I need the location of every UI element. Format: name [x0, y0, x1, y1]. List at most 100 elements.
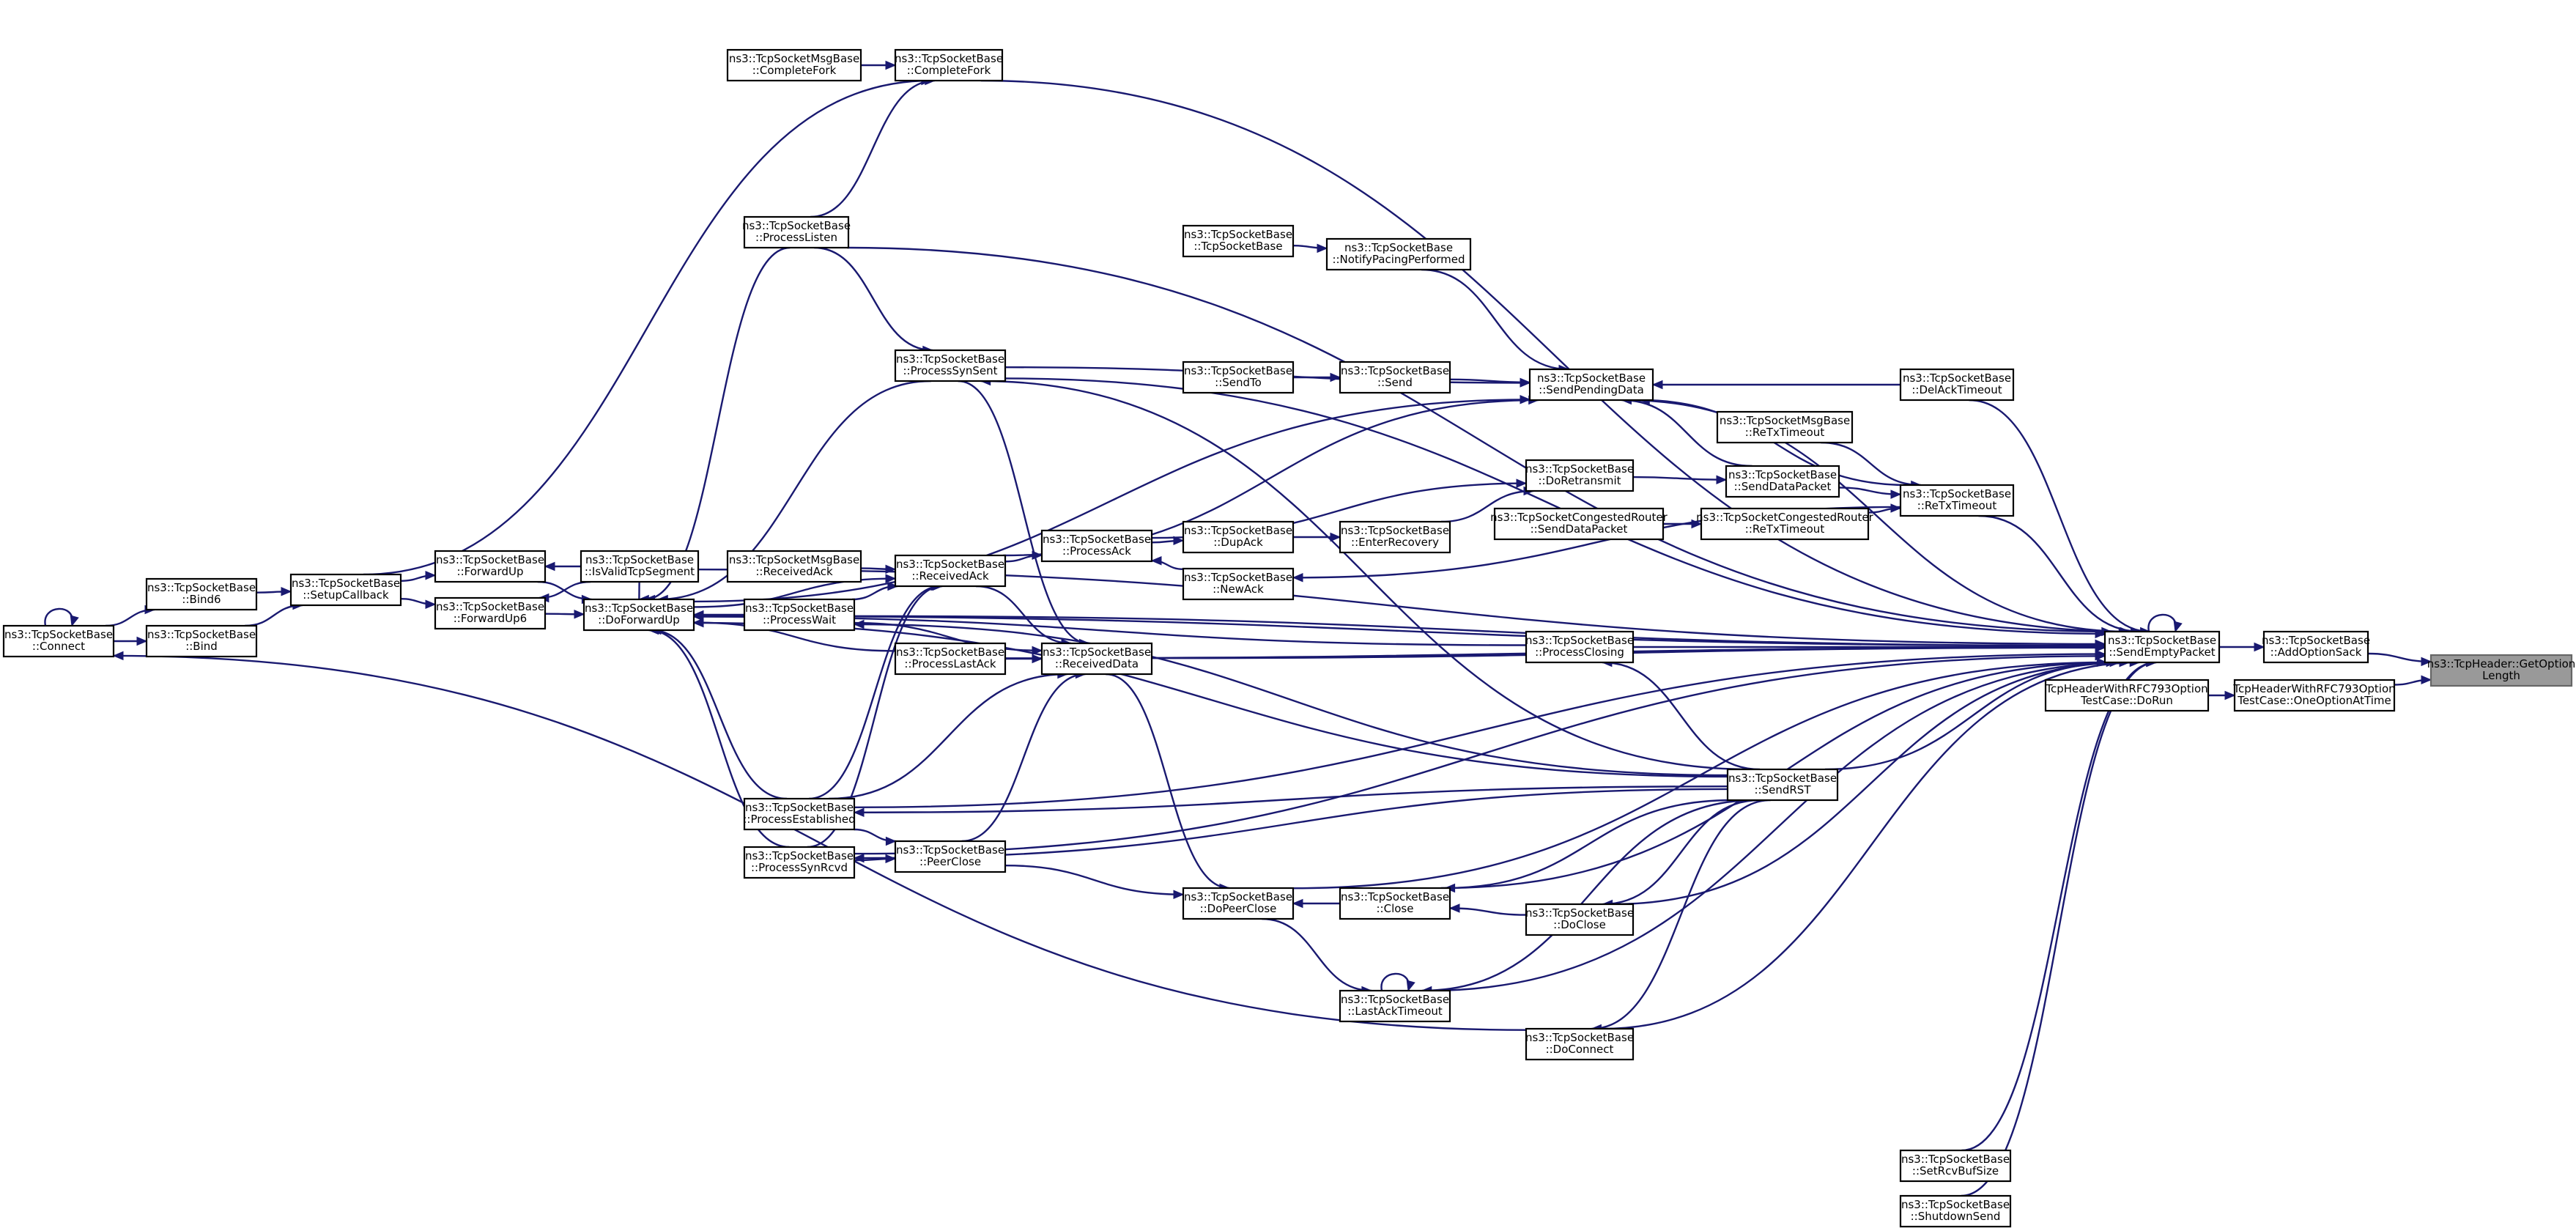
- node-doconnect[interactable]: ns3::TcpSocketBase::DoConnect: [1525, 1027, 1635, 1061]
- node-pack[interactable]: ns3::TcpSocketBase::ProcessAck: [1040, 529, 1153, 563]
- node-box: [743, 598, 856, 632]
- node-label: ::Connect: [32, 640, 85, 653]
- node-sendto[interactable]: ns3::TcpSocketBase::SendTo: [1182, 361, 1295, 394]
- node-close[interactable]: ns3::TcpSocketBase::Close: [1339, 887, 1451, 920]
- node-label: Length: [2482, 669, 2520, 682]
- node-box: [726, 550, 862, 583]
- node-crretx[interactable]: ns3::TcpSocketCongestedRouter::ReTxTimeo…: [1696, 507, 1874, 541]
- node-spd[interactable]: ns3::TcpSocketBase::SendPendingData: [1528, 368, 1654, 402]
- node-bind[interactable]: ns3::TcpSocketBase::Bind: [145, 624, 258, 658]
- node-pclosing[interactable]: ns3::TcpSocketBase::ProcessClosing: [1525, 630, 1635, 664]
- node-psynrcvd[interactable]: ns3::TcpSocketBase::ProcessSynRcvd: [743, 846, 856, 879]
- node-box: [894, 642, 1007, 676]
- node-dopeer[interactable]: ns3::TcpSocketBase::DoPeerClose: [1182, 887, 1295, 920]
- node-connect[interactable]: ns3::TcpSocketBase::Connect: [2, 624, 115, 658]
- node-sdp[interactable]: ns3::TcpSocketBase::SendDataPacket: [1725, 465, 1840, 498]
- node-label: ::ProcessClosing: [1535, 646, 1624, 659]
- node-ctor[interactable]: ns3::TcpSocketBase::TcpSocketBase: [1182, 224, 1295, 258]
- node-box: [894, 349, 1007, 382]
- node-isvalid[interactable]: ns3::TcpSocketBase::IsValidTcpSegment: [580, 550, 700, 583]
- edge-srst-to-pclosing: [1602, 661, 1761, 771]
- node-npace[interactable]: ns3::TcpSocketBase::NotifyPacingPerforme…: [1325, 237, 1472, 271]
- edge-dat-to-sep: [1969, 399, 2150, 633]
- node-oneopt[interactable]: TcpHeaderWithRFC793OptionTestCase::OneOp…: [2232, 679, 2396, 712]
- node-lastack[interactable]: ns3::TcpSocketBase::LastAckTimeout: [1339, 989, 1451, 1023]
- node-dat[interactable]: ns3::TcpSocketBase::DelAckTimeout: [1899, 368, 2015, 402]
- node-addopt[interactable]: ns3::TcpSocketBase::AddOptionSack: [2262, 630, 2370, 664]
- edge-rdata-to-dopeer: [1106, 673, 1229, 890]
- node-psynsent[interactable]: ns3::TcpSocketBase::ProcessSynSent: [894, 349, 1007, 382]
- node-label: ::ForwardUp: [457, 565, 524, 578]
- node-doclose[interactable]: ns3::TcpSocketBase::DoClose: [1525, 903, 1635, 936]
- node-mcfork[interactable]: ns3::TcpSocketMsgBase::CompleteFork: [726, 48, 862, 82]
- node-dfu[interactable]: ns3::TcpSocketBase::DoForwardUp: [582, 598, 695, 632]
- node-enterrec[interactable]: ns3::TcpSocketBase::EnterRecovery: [1339, 520, 1451, 554]
- node-pwait[interactable]: ns3::TcpSocketBase::ProcessWait: [743, 598, 856, 632]
- node-label: ns3::TcpSocketBase: [585, 602, 693, 615]
- node-box: [1899, 1149, 2012, 1183]
- edge-pack-to-dorx-arrowhead: [1516, 478, 1528, 488]
- edge-setrcv-to-sep: [1961, 661, 2156, 1152]
- edge-sep-to-sep: [2147, 613, 2177, 632]
- edge-dupack-to-enterrec-arrowhead: [1330, 532, 1341, 542]
- node-label: ns3::TcpSocketBase: [896, 646, 1004, 659]
- node-label: ::SendRST: [1755, 783, 1812, 796]
- node-box: [1525, 630, 1635, 664]
- node-label: ::CompleteFork: [752, 64, 837, 77]
- node-label: ::ReceivedData: [1055, 657, 1139, 670]
- node-peerclose[interactable]: ns3::TcpSocketBase::PeerClose: [894, 840, 1007, 873]
- edge-srst-to-sep: [1824, 661, 2120, 771]
- edge-plisten-to-cfork: [810, 79, 935, 218]
- node-setrcv[interactable]: ns3::TcpSocketBase::SetRcvBufSize: [1899, 1149, 2012, 1183]
- node-crsdp[interactable]: ns3::TcpSocketCongestedRouter::SendDataP…: [1490, 507, 1668, 541]
- node-label: ::DelAckTimeout: [1911, 383, 2002, 396]
- node-box: [2262, 630, 2369, 664]
- node-rack[interactable]: ns3::TcpSocketBase::ReceivedAck: [894, 554, 1007, 588]
- edge-srst-to-psynrcvd: [854, 788, 1728, 860]
- node-box: [1899, 368, 2015, 402]
- edge-setupcb-to-fwdup6-arrowhead: [425, 599, 437, 610]
- node-label: ::SetRcvBufSize: [1912, 1164, 1999, 1178]
- node-box: [1726, 768, 1839, 802]
- node-box: [1716, 410, 1854, 444]
- node-label: TestCase::OneOptionAtTime: [2237, 694, 2391, 707]
- node-label: ns3::TcpSocketMsgBase: [729, 52, 859, 65]
- node-newack[interactable]: ns3::TcpSocketBase::NewAck: [1182, 567, 1295, 601]
- node-setupcb[interactable]: ns3::TcpSocketBase::SetupCallback: [289, 573, 402, 607]
- edge-dorx-to-sdp: [1632, 476, 1727, 481]
- node-label: ns3::TcpHeader::GetOption: [2427, 657, 2576, 670]
- node-shutdown[interactable]: ns3::TcpSocketBase::ShutdownSend: [1899, 1194, 2012, 1228]
- node-label: ns3::TcpSocketBase: [1525, 462, 1634, 476]
- node-label: ::DoRetransmit: [1538, 474, 1621, 487]
- node-dorx[interactable]: ns3::TcpSocketBase::DoRetransmit: [1525, 459, 1635, 492]
- node-retx[interactable]: ns3::TcpSocketBase::ReTxTimeout: [1899, 484, 2015, 517]
- node-pest[interactable]: ns3::TcpSocketBase::ProcessEstablished: [743, 797, 856, 831]
- node-srst[interactable]: ns3::TcpSocketBase::SendRST: [1726, 768, 1839, 802]
- node-label: ns3::TcpSocketBase: [1341, 993, 1449, 1006]
- node-rdata[interactable]: ns3::TcpSocketBase::ReceivedData: [1040, 642, 1153, 676]
- node-label: ns3::TcpSocketBase: [745, 801, 854, 814]
- node-bind6[interactable]: ns3::TcpSocketBase::Bind6: [145, 577, 258, 611]
- edge-plisten-to-sep: [847, 246, 2111, 633]
- node-label: ns3::TcpSocketBase: [1537, 371, 1646, 385]
- edge-fwdup6-to-dfu-arrowhead: [574, 610, 585, 619]
- node-mrack[interactable]: ns3::TcpSocketMsgBase::ReceivedAck: [726, 550, 862, 583]
- node-plisten[interactable]: ns3::TcpSocketBase::ProcessListen: [742, 215, 851, 249]
- edge-npace-to-spd: [1421, 268, 1569, 371]
- node-fwdup6[interactable]: ns3::TcpSocketBase::ForwardUp6: [434, 596, 547, 630]
- node-send[interactable]: ns3::TcpSocketBase::Send: [1339, 361, 1451, 394]
- node-fwdup[interactable]: ns3::TcpSocketBase::ForwardUp: [434, 550, 547, 583]
- node-label: ::NewAck: [1213, 583, 1264, 596]
- node-label: ns3::TcpSocketBase: [1903, 371, 2011, 385]
- node-sep[interactable]: ns3::TcpSocketBase::SendEmptyPacket: [2103, 630, 2221, 664]
- edge-lastack-to-lastack: [1380, 972, 1410, 991]
- node-label: ns3::TcpSocketCongestedRouter: [1490, 511, 1668, 524]
- node-dupack[interactable]: ns3::TcpSocketBase::DupAck: [1182, 520, 1295, 554]
- node-cfork[interactable]: ns3::TcpSocketBase::CompleteFork: [894, 48, 1004, 82]
- node-plastack[interactable]: ns3::TcpSocketBase::ProcessLastAck: [894, 642, 1007, 676]
- node-label: ns3::TcpSocketCongestedRouter: [1696, 511, 1873, 524]
- node-label: ::SendTo: [1215, 376, 1262, 389]
- node-mretx[interactable]: ns3::TcpSocketMsgBase::ReTxTimeout: [1716, 410, 1854, 444]
